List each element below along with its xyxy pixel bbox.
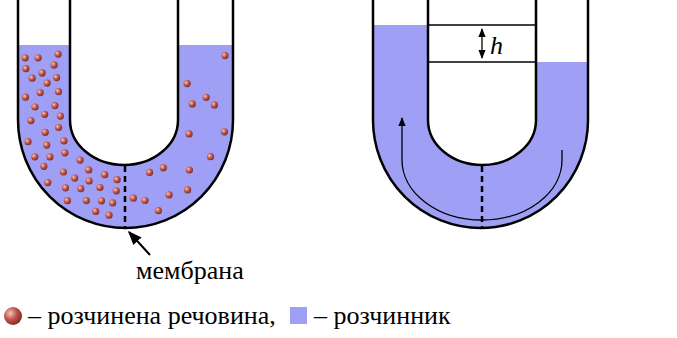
solute-particle [46,153,53,160]
solute-particle [22,65,29,72]
solute-particle [31,153,38,160]
height-label: h [490,31,503,61]
solute-particle [60,137,67,144]
solute-particle [60,168,67,175]
solute-particle [44,179,51,186]
solute-particle [113,187,120,194]
solute-particle [57,113,64,120]
legend-swatch [290,307,307,324]
tube-inner [428,0,536,165]
solute-particle [155,207,162,214]
solute-particle [221,128,228,135]
legend-text: – розчинена речовина, [28,303,276,329]
solute-particle [43,142,50,149]
solute-particle [51,102,58,109]
solute-particle [184,186,191,193]
solute-particle [27,117,34,124]
solute-particle [83,197,90,204]
solute-particle [186,166,193,173]
solute-particle [71,175,78,182]
tube-outer [18,0,233,228]
solute-particle [29,75,36,82]
membrane [481,166,484,227]
solute-particle [114,176,121,183]
solute-particle [146,169,153,176]
solute-particle [44,80,51,87]
solute-particle [22,54,29,61]
solute-particle [186,130,193,137]
membrane-label: мембрана [136,258,244,284]
solute-particle [61,149,68,156]
solute-particle [141,197,148,204]
solute-particle [221,52,228,59]
solute-particle [101,171,108,178]
solute-particle [55,88,62,95]
legend-text: – розчинник [314,303,451,329]
solute-particle [55,51,62,58]
solute-particle [41,111,48,118]
solute-particle [51,61,58,68]
legend-ball-sample [4,307,22,325]
height-arrow [481,29,482,58]
solute-particle [211,101,218,108]
solute-particle [109,199,116,206]
tube-outer [373,0,588,228]
solute-particle [62,184,69,191]
solute-particle [40,163,47,170]
solute-particle [55,124,62,131]
solute-particle [35,54,42,61]
flow-arrow [402,118,562,220]
solute-particle [184,80,191,87]
solute-particles [22,51,229,219]
solute-particle [86,177,93,184]
solute-particle [96,184,103,191]
membrane [124,166,127,227]
tube-inner [70,0,178,165]
solute-particle [207,153,214,160]
solute-particle [85,166,92,173]
level-line [428,24,536,25]
solute-particle [92,208,99,215]
solute-particle [37,89,44,96]
solute-particle [42,129,49,136]
solute-particle [31,103,38,110]
leader-line [129,232,150,255]
level-line [428,61,536,62]
solute-particle [98,197,105,204]
inner-gap [70,0,178,165]
solute-particle [189,100,196,107]
solute-particle [77,157,84,164]
solute-particle [22,94,29,101]
solute-particle [39,69,46,76]
solute-particle [203,94,210,101]
solute-particle [24,138,31,145]
solute-particle [64,197,71,204]
solute-particle [160,164,167,171]
solute-particle [77,185,84,192]
solute-particle [130,195,137,202]
solute-particle [166,191,173,198]
solute-particle [53,74,60,81]
solute-particle [105,212,112,219]
